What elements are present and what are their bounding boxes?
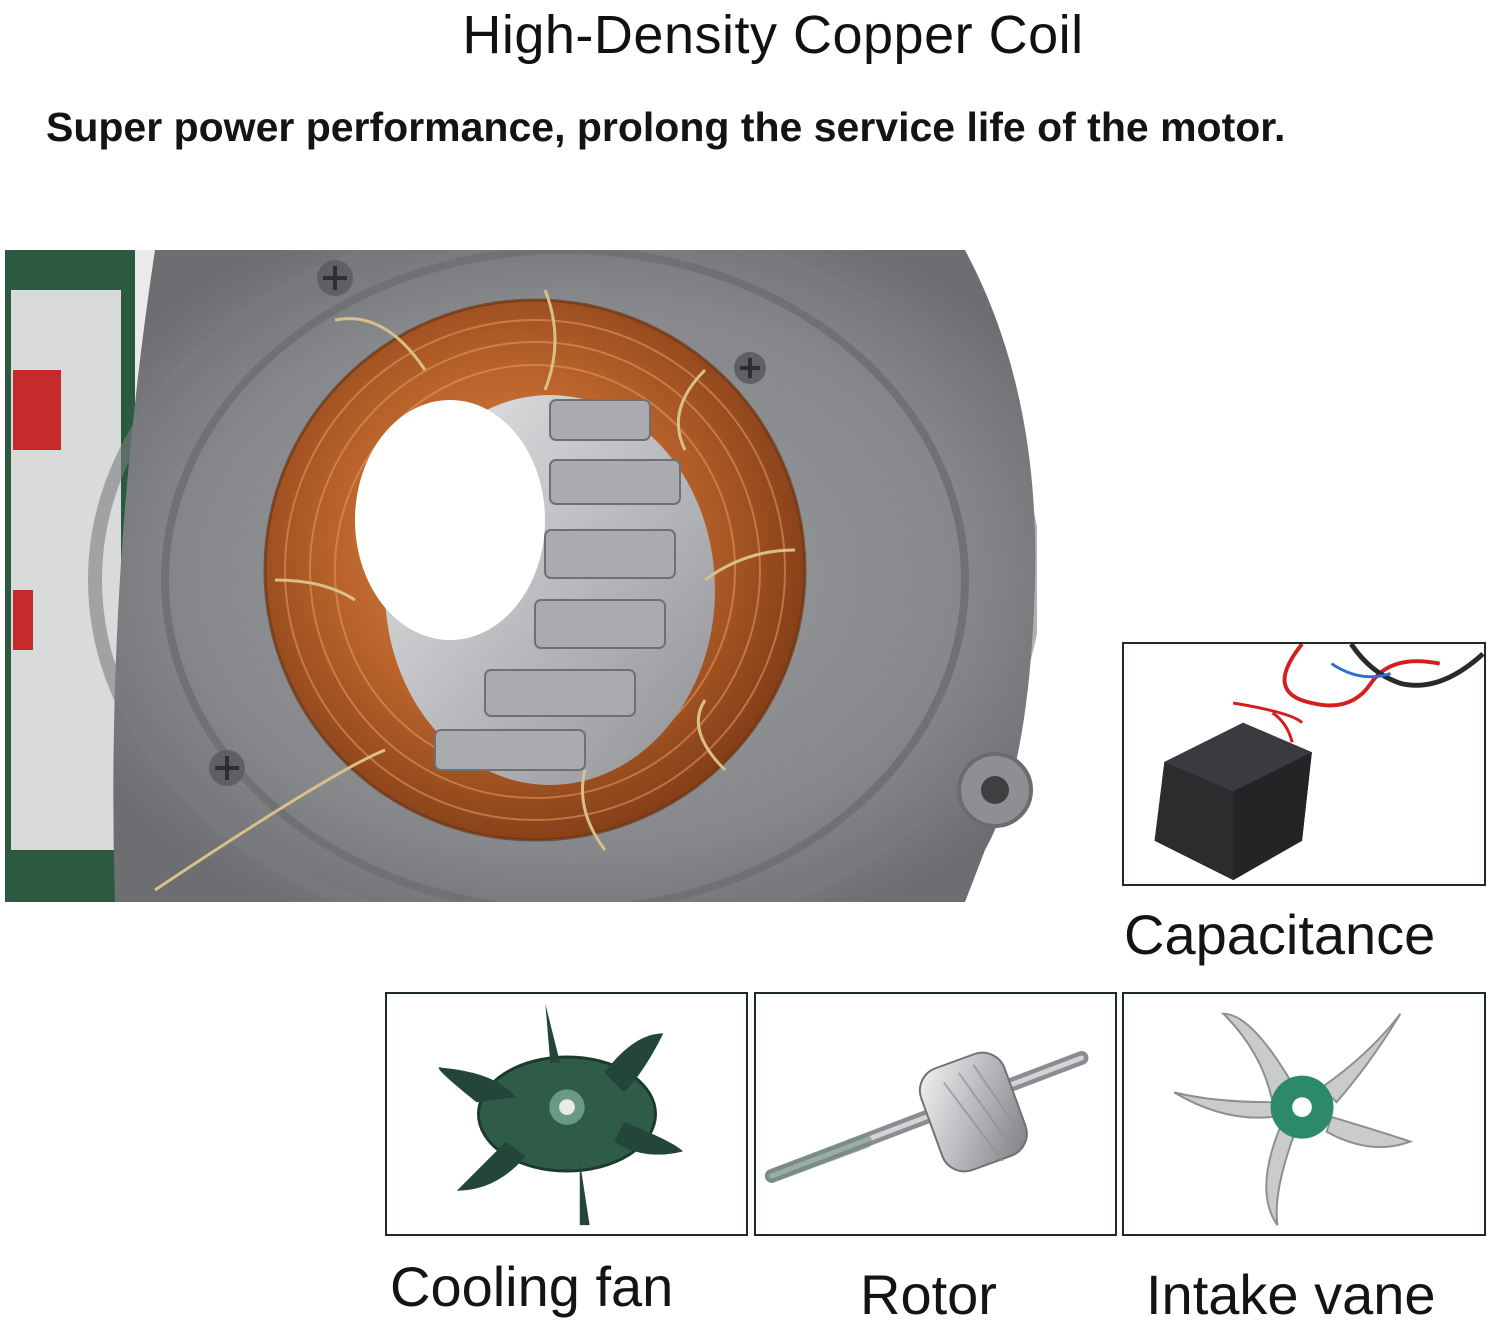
capacitance-caption: Capacitance bbox=[1124, 903, 1436, 966]
page-subtitle: Super power performance, prolong the ser… bbox=[46, 104, 1286, 150]
rotor-image bbox=[754, 992, 1117, 1236]
page-title: High-Density Copper Coil bbox=[462, 5, 1084, 65]
copper-coil-photo bbox=[5, 213, 1042, 947]
intake-vane-caption: Intake vane bbox=[1146, 1263, 1436, 1326]
capacitance-image bbox=[1122, 642, 1486, 886]
cooling-fan-caption: Cooling fan bbox=[390, 1255, 674, 1318]
intake-vane-image bbox=[1122, 992, 1486, 1236]
rotor-caption: Rotor bbox=[860, 1263, 997, 1326]
cooling-fan-image bbox=[385, 992, 748, 1236]
